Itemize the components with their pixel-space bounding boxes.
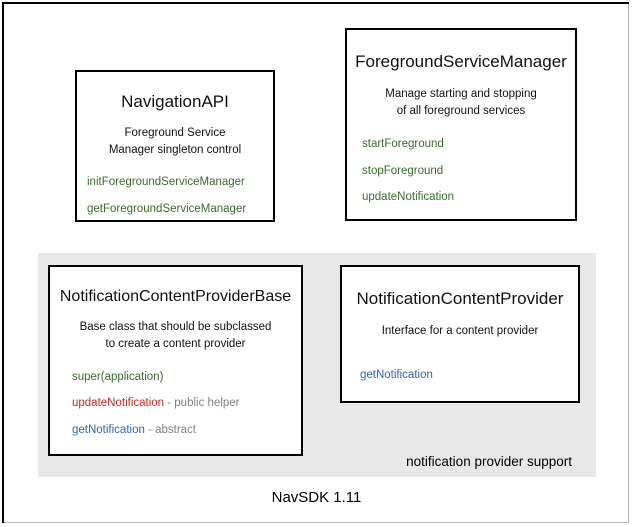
- class-description-notification-content-provider: Interface for a content provider: [342, 323, 578, 339]
- member-item[interactable]: super(application): [72, 370, 301, 384]
- class-description-line: Foreground Service: [124, 127, 226, 140]
- member-note: - public helper: [164, 397, 240, 410]
- member-item[interactable]: getNotification - abstract: [72, 423, 301, 437]
- class-description-notification-content-provider-base: Base class that should be subclassed to …: [50, 319, 301, 352]
- class-box-navigation-api[interactable]: NavigationAPI Foreground Service Manager…: [75, 70, 275, 222]
- class-title-notification-content-provider-base: NotificationContentProviderBase: [59, 288, 292, 305]
- member-item[interactable]: startForeground: [362, 138, 575, 151]
- class-box-notification-content-provider-base[interactable]: NotificationContentProviderBase Base cla…: [48, 265, 303, 456]
- member-item[interactable]: stopForeground: [362, 164, 575, 178]
- member-list-foreground-service-manager: startForeground stopForeground updateNot…: [347, 138, 575, 204]
- class-box-foreground-service-manager[interactable]: ForegroundServiceManager Manage starting…: [345, 28, 577, 221]
- class-description-navigation-api: Foreground Service Manager singleton con…: [77, 125, 273, 158]
- member-name: startForeground: [362, 138, 444, 151]
- member-name: updateNotification: [362, 191, 455, 204]
- class-description-line: Base class that should be subclassed: [79, 321, 272, 334]
- member-list-navigation-api: initForegroundServiceManager getForegrou…: [77, 176, 273, 216]
- class-title-navigation-api: NavigationAPI: [121, 92, 229, 111]
- member-name: getNotification: [360, 368, 433, 381]
- class-description-line: Manage starting and stopping: [385, 88, 537, 101]
- member-name: getForegroundServiceManager: [87, 202, 247, 215]
- member-list-notification-content-provider-base: super(application) updateNotification - …: [50, 370, 301, 437]
- member-item[interactable]: updateNotification: [362, 191, 575, 204]
- member-name: getNotification: [72, 423, 145, 436]
- class-description-foreground-service-manager: Manage starting and stopping of all fore…: [347, 86, 575, 119]
- class-description-line: Interface for a content provider: [381, 325, 539, 338]
- footer-caption: NavSDK 1.11: [271, 489, 362, 506]
- class-title-notification-content-provider: NotificationContentProvider: [356, 289, 564, 308]
- member-list-notification-content-provider: getNotification: [342, 368, 578, 382]
- class-box-notification-content-provider[interactable]: NotificationContentProvider Interface fo…: [340, 265, 580, 403]
- member-name: stopForeground: [362, 164, 444, 177]
- class-title-foreground-service-manager: ForegroundServiceManager: [355, 52, 567, 71]
- member-name: initForegroundServiceManager: [87, 176, 245, 189]
- class-description-line: to create a content provider: [105, 337, 246, 350]
- member-name: super(application): [72, 370, 164, 383]
- member-item[interactable]: updateNotification - public helper: [72, 398, 301, 410]
- member-item[interactable]: initForegroundServiceManager: [87, 176, 273, 189]
- member-note: - abstract: [144, 423, 197, 436]
- class-description-line: Manager singleton control: [108, 143, 242, 156]
- member-item[interactable]: getForegroundServiceManager: [87, 202, 273, 216]
- member-name: updateNotification: [72, 397, 165, 410]
- group-panel-label: notification provider support: [406, 454, 572, 469]
- class-description-line: of all foreground services: [396, 104, 526, 117]
- member-item[interactable]: getNotification: [360, 368, 578, 382]
